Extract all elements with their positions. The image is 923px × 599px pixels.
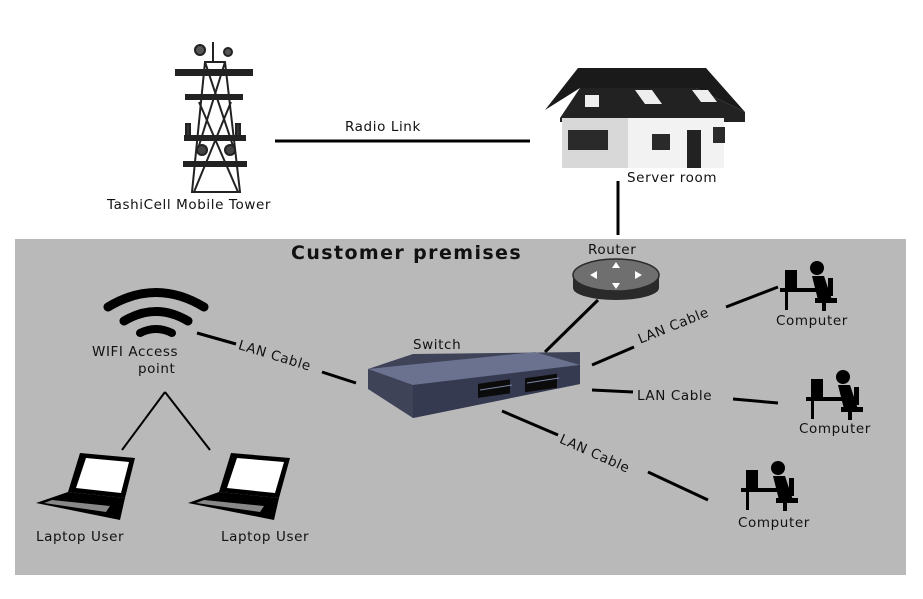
computer-user-icon-2 — [806, 370, 863, 420]
network-switch-icon — [368, 352, 580, 418]
computer3-cable-seg2 — [647, 470, 709, 502]
computer1-cable-seg1 — [591, 345, 635, 367]
computer2-cable-seg1 — [591, 388, 634, 394]
cell-tower-icon — [175, 42, 253, 193]
wifi-label-line1: WIFI Access — [92, 344, 179, 360]
computer2-cable-seg2 — [732, 397, 779, 405]
premises-title: Customer premises — [291, 242, 523, 264]
switch-label: Switch — [413, 337, 462, 353]
computer2-label: Computer — [799, 421, 871, 437]
wifi-laptop1-line — [121, 391, 166, 451]
wifi-label-line2: point — [138, 361, 176, 377]
wifi-laptop2-line — [164, 391, 211, 451]
computer1-label: Computer — [776, 313, 848, 329]
computer1-cable-seg2 — [725, 285, 779, 309]
computer3-cable-seg1 — [501, 409, 559, 437]
house-icon — [545, 68, 745, 168]
laptop2-label: Laptop User — [221, 529, 310, 545]
computer3-label: Computer — [738, 515, 810, 531]
router-icon — [572, 258, 660, 300]
wifi-icon — [103, 288, 209, 337]
computer-user-icon-1 — [780, 261, 837, 311]
laptop2-icon — [188, 453, 290, 520]
radio-link-label: Radio Link — [345, 119, 421, 135]
router-label: Router — [588, 242, 637, 258]
tower-label: TashiCell Mobile Tower — [107, 197, 272, 213]
wifi-cable-seg1 — [196, 331, 237, 346]
router-switch-line — [543, 298, 600, 354]
computer-user-icon-3 — [741, 461, 798, 511]
wifi-cable-seg2 — [321, 370, 357, 385]
lan-cable-label-computer2: LAN Cable — [637, 388, 713, 404]
server-room-label: Server room — [627, 170, 718, 186]
laptop1-icon — [36, 453, 135, 520]
laptop1-label: Laptop User — [36, 529, 125, 545]
